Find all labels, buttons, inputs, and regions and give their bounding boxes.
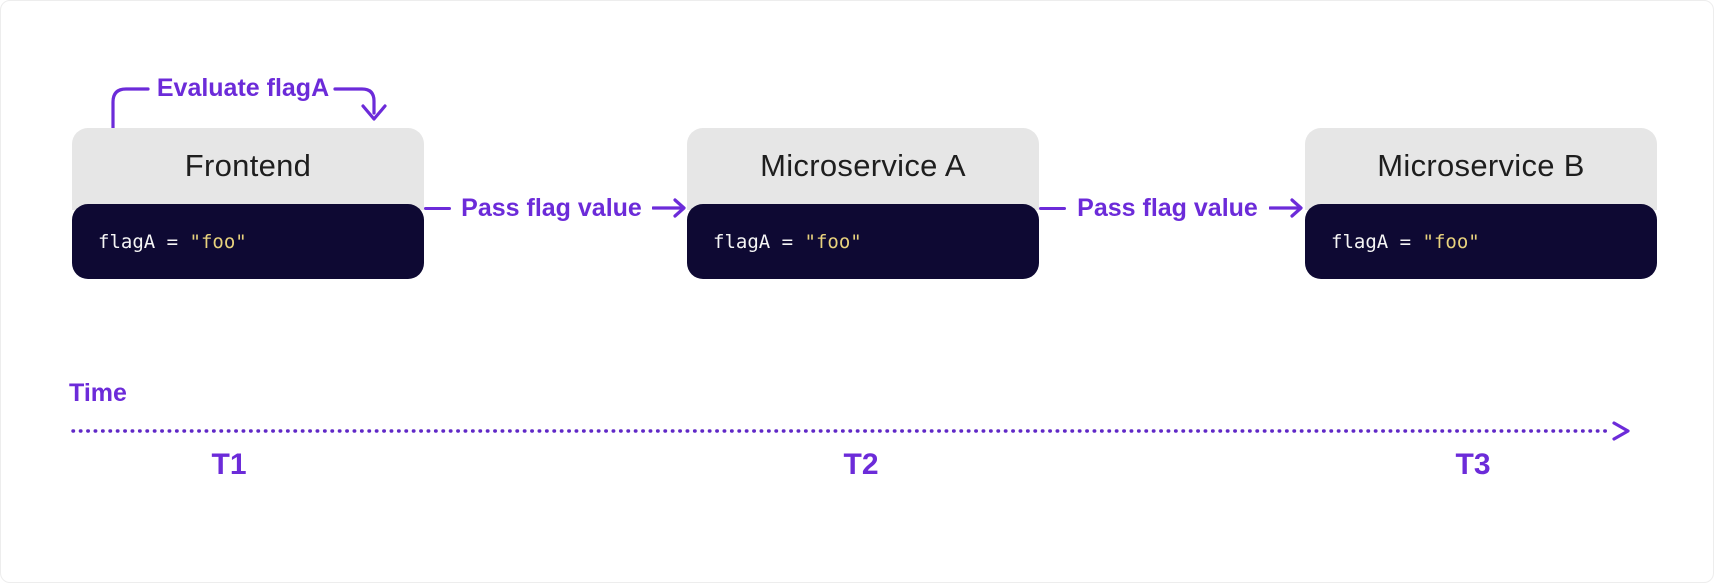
code-block-microservice-a: flagA = "foo" [687,204,1039,279]
time-tick-t2: T2 [843,448,879,481]
pass-flag-label-2: Pass flag value [1077,193,1258,222]
service-title-microservice-b: Microservice B [1305,128,1657,210]
code-block-frontend: flagA = "foo" [72,204,424,279]
arrow-right-icon [652,198,686,218]
service-title-frontend: Frontend [72,128,424,210]
code-variable: flagA = [98,230,190,253]
code-string-value: "foo" [1422,230,1480,253]
service-card-frontend: Frontend flagA = "foo" [72,128,424,279]
service-card-microservice-b: Microservice B flagA = "foo" [1305,128,1657,279]
time-axis-label: Time [69,379,127,407]
pass-flag-label-1: Pass flag value [461,193,642,222]
code-string-value: "foo" [804,230,862,253]
code-block-microservice-b: flagA = "foo" [1305,204,1657,279]
code-variable: flagA = [1331,230,1423,253]
time-tick-t3: T3 [1455,448,1491,481]
arrow-right-icon [1269,198,1303,218]
code-string-value: "foo" [189,230,247,253]
evaluate-flag-bracket-arrow [111,87,387,130]
connector-dash [424,206,451,210]
evaluate-flag-label: Evaluate flagA [156,74,330,102]
service-card-microservice-a: Microservice A flagA = "foo" [687,128,1039,279]
time-axis-dotted-arrow [71,421,1630,441]
pass-flag-connector-2: Pass flag value [1039,190,1305,226]
code-variable: flagA = [713,230,805,253]
pass-flag-connector-1: Pass flag value [424,190,688,226]
connector-dash [1039,206,1066,210]
time-tick-t1: T1 [211,448,247,481]
service-title-microservice-a: Microservice A [687,128,1039,210]
